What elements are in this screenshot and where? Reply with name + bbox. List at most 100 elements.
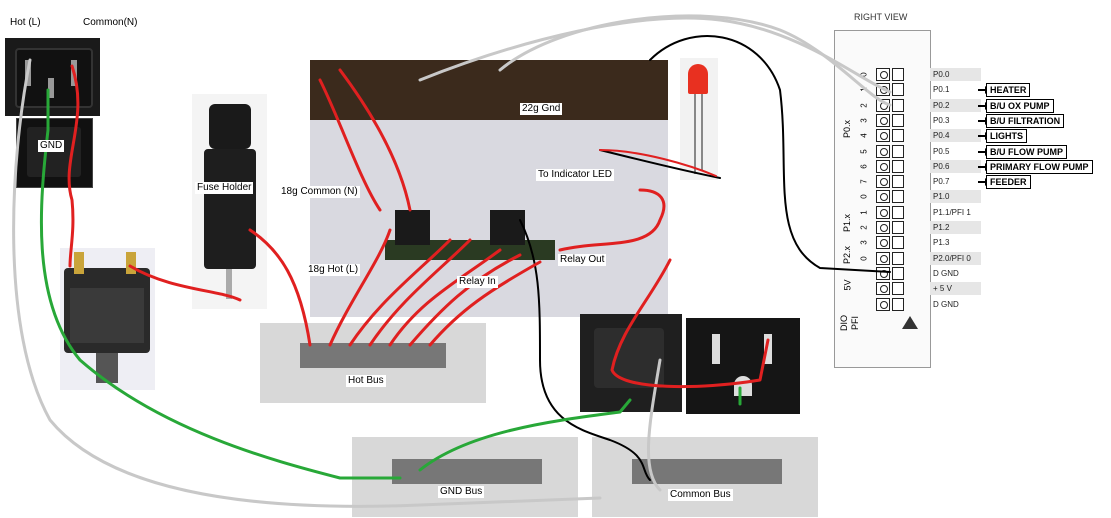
signal-wire-module: [649, 35, 891, 273]
pin-terminal: [876, 252, 890, 265]
pin-label: P1.3: [933, 238, 950, 247]
pin-screw-icon: [880, 270, 888, 278]
hot-bus-label: Hot Bus: [346, 375, 386, 387]
hot-wire-bus-4: [388, 248, 502, 347]
pin-block: [892, 236, 904, 249]
common-bus-label: Common Bus: [668, 489, 733, 501]
hot-wire-board-2: [338, 68, 412, 212]
indicator-led-photo: [680, 58, 718, 180]
pin-block: [892, 129, 904, 142]
ground-wire-outlet: [418, 398, 632, 472]
hot-wire-bus-2: [348, 238, 452, 347]
pin-terminal: [876, 160, 890, 173]
output-label: FEEDER: [986, 175, 1031, 189]
output-label: B/U FLOW PUMP: [986, 145, 1067, 159]
common-n-label: Common(N): [83, 17, 138, 28]
fuse-holder-label: Fuse Holder: [195, 182, 254, 194]
pin-screw-icon: [880, 163, 888, 171]
pin-terminal: [876, 145, 890, 158]
pin-block: [892, 114, 904, 127]
pin-block: [892, 99, 904, 112]
pin-block: [892, 252, 904, 265]
hot-wire-outlet: [610, 258, 770, 389]
pin-block: [892, 206, 904, 219]
pin-block: [892, 68, 904, 81]
pin-terminal: [876, 206, 890, 219]
hot-l-label: Hot (L): [10, 17, 41, 28]
pin-terminal: [876, 267, 890, 280]
pin-terminal: [876, 282, 890, 295]
pin-block: [892, 145, 904, 158]
pin-block: [892, 267, 904, 280]
pin-screw-icon: [880, 117, 888, 125]
pin-label: P0.4: [930, 129, 981, 142]
common-wire-top: [498, 14, 892, 107]
pin-screw-icon: [880, 178, 888, 186]
common-18g-label: 18g Common (N): [279, 186, 360, 198]
pin-label: P0.1: [933, 85, 950, 94]
pin-block: [892, 221, 904, 234]
hot-wire-bus-1: [328, 228, 392, 347]
hot-wire-bus-5: [408, 253, 522, 347]
pin-label: P0.6: [930, 160, 981, 173]
common-wire-main: [12, 58, 602, 508]
pin-screw-icon: [880, 132, 888, 140]
pin-label: P0.2: [930, 99, 981, 112]
pin-label: D GND: [933, 300, 959, 309]
common-wire-outlet: [646, 358, 662, 492]
pin-screw-icon: [880, 209, 888, 217]
hot-wire-board: [318, 78, 382, 212]
hot-bus-photo: [260, 323, 486, 403]
pin-block: [892, 160, 904, 173]
hot-wire-inlet: [67, 64, 80, 268]
common-wire-top2: [418, 16, 892, 94]
pin-terminal: [876, 298, 890, 311]
ground-wire-inlet: [39, 88, 402, 480]
pin-label: + 5 V: [930, 282, 981, 295]
hot-wire-bus-3: [368, 238, 472, 347]
pin-block: [892, 298, 904, 311]
receptacle-photo: [686, 318, 800, 414]
hot-wire-relay-out: [558, 188, 666, 252]
gnd-22g-label: 22g Gnd: [520, 103, 563, 115]
module-title: RIGHT VIEW: [854, 12, 908, 22]
pin-block: [892, 282, 904, 295]
pin-label: P0.5: [933, 147, 950, 156]
pin-screw-icon: [880, 285, 888, 293]
relay-in-label: Relay In: [457, 276, 498, 288]
pin-screw-icon: [880, 148, 888, 156]
signal-wire-led: [599, 149, 721, 179]
power-inlet-photo: [5, 38, 100, 116]
relay-out-label: Relay Out: [558, 254, 607, 266]
pin-label: P2.0/PFI 0: [930, 252, 981, 265]
pin-label: P1.2: [930, 221, 981, 234]
outlet-switch-photo: [580, 314, 682, 412]
indicator-led-label: To Indicator LED: [536, 169, 614, 181]
pin-label: P0.0: [930, 68, 981, 81]
output-label: LIGHTS: [986, 129, 1027, 143]
pin-terminal: [876, 221, 890, 234]
gnd-bus-label: GND Bus: [438, 486, 485, 498]
output-label: B/U FILTRATION: [986, 114, 1065, 128]
pin-block: [892, 83, 904, 96]
hot-18g-label: 18g Hot (L): [306, 264, 361, 276]
pin-label: P1.1/PFI 1: [933, 208, 971, 217]
pin-terminal: [876, 190, 890, 203]
hot-wire-led: [599, 149, 717, 177]
common-bus-photo: [592, 437, 818, 517]
pin-screw-icon: [880, 301, 888, 309]
pin-block: [892, 175, 904, 188]
pin-screw-icon: [880, 255, 888, 263]
pin-label: P1.0: [930, 190, 981, 203]
output-label: PRIMARY FLOW PUMP: [986, 160, 1093, 174]
output-label: HEATER: [986, 83, 1031, 97]
hot-wire-fuse: [128, 264, 242, 302]
hot-wire-bus-6: [428, 260, 542, 347]
pin-screw-icon: [880, 71, 888, 79]
triangle-icon: [902, 316, 918, 329]
pin-screw-icon: [880, 224, 888, 232]
pin-terminal: [876, 68, 890, 81]
pin-screw-icon: [880, 193, 888, 201]
gnd-label: GND: [38, 140, 65, 152]
pin-label: P0.7: [933, 177, 950, 186]
